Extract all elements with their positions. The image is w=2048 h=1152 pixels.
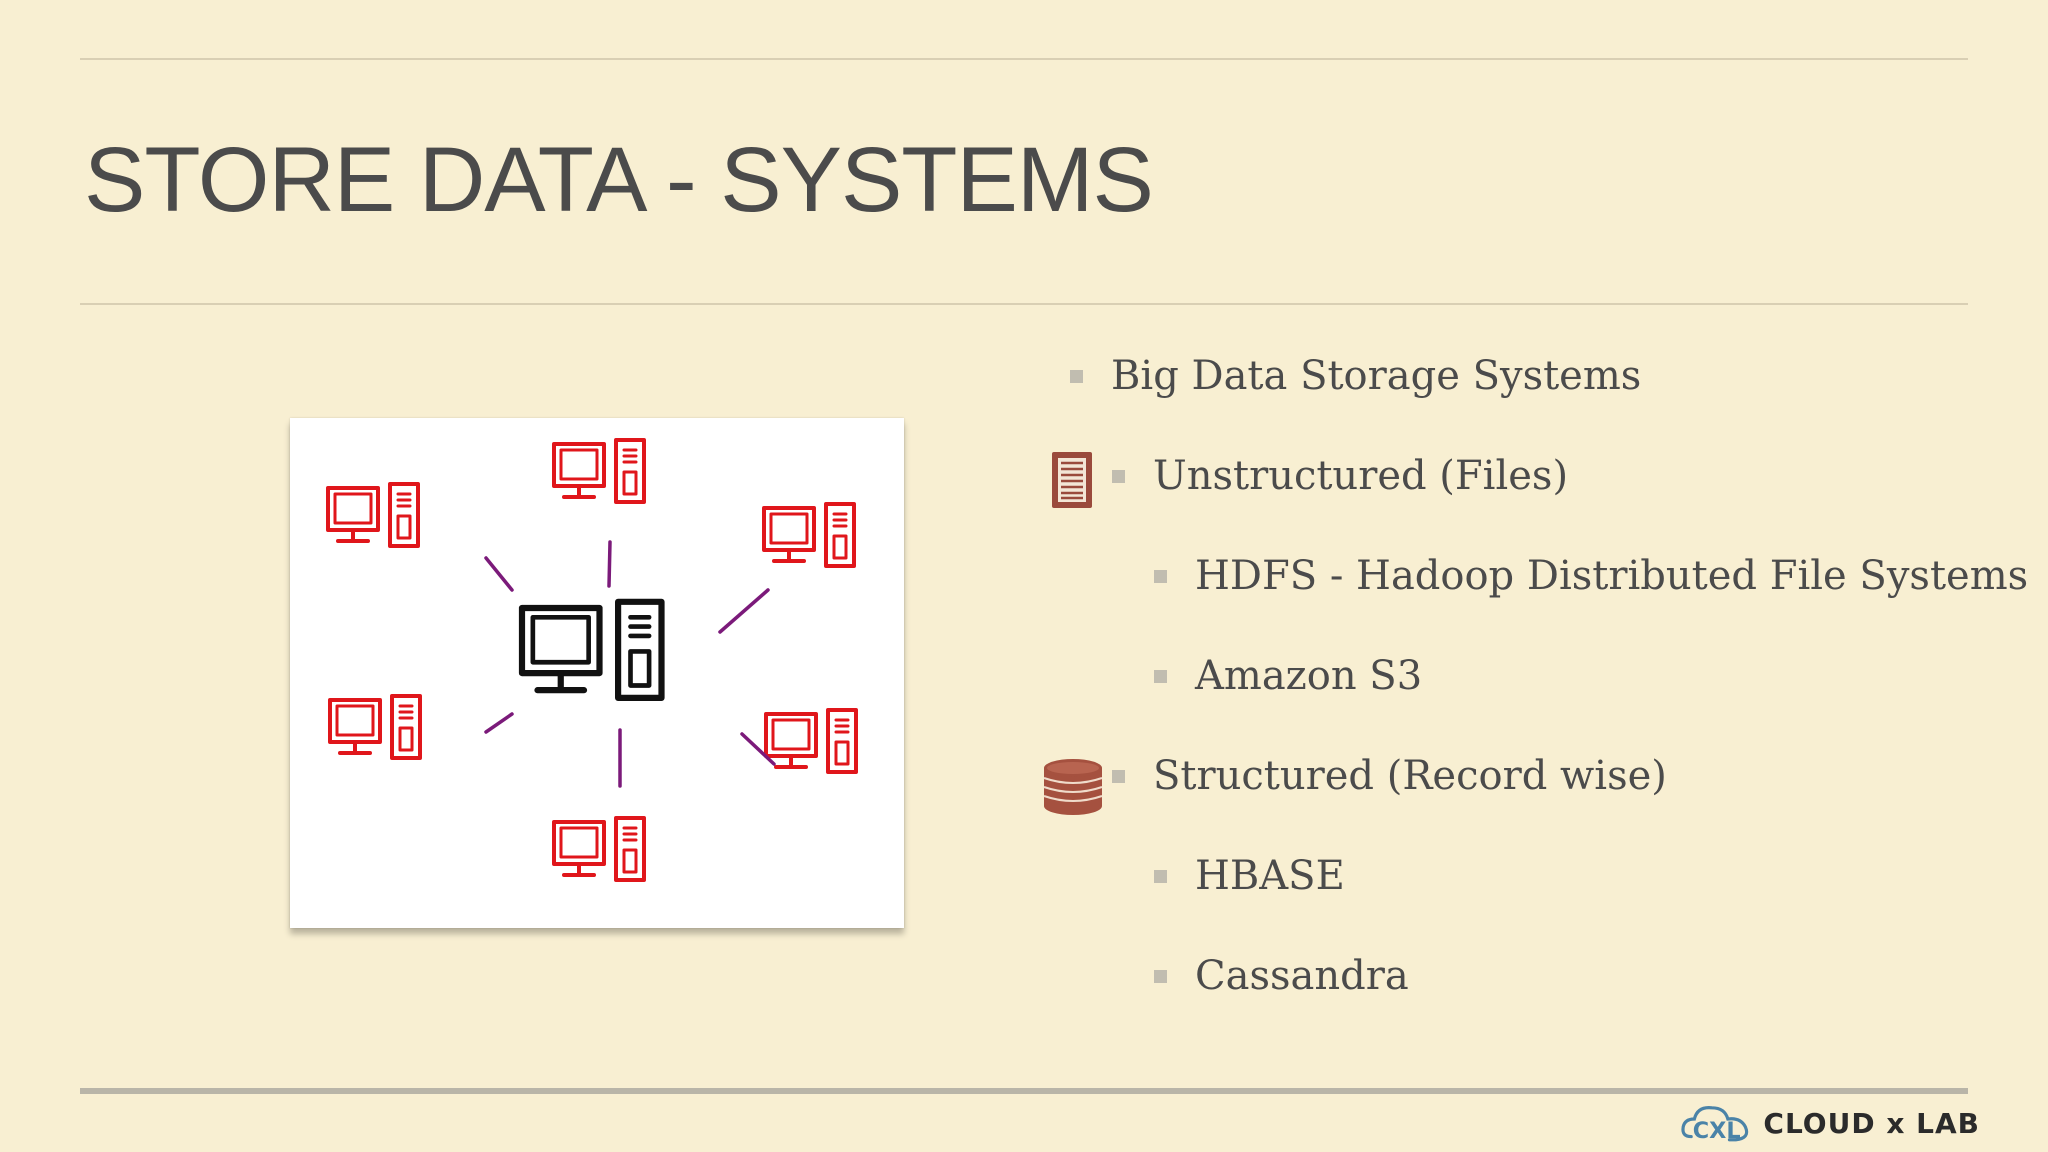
cloud-icon: CXL bbox=[1681, 1106, 1749, 1144]
bullet-text: Unstructured (Files) bbox=[1153, 453, 1569, 499]
title-divider bbox=[80, 303, 1968, 305]
bullet-marker bbox=[1070, 369, 1083, 383]
bullet-hbase: HBASE bbox=[1154, 853, 1345, 899]
bullet-big-data-storage: Big Data Storage Systems bbox=[1070, 353, 1641, 399]
bullet-marker bbox=[1112, 469, 1125, 483]
client-computer-bottom-left bbox=[328, 694, 422, 760]
client-computer-top-right bbox=[762, 502, 856, 568]
network-diagram bbox=[290, 418, 904, 928]
bullet-marker bbox=[1154, 869, 1167, 883]
document-icon bbox=[1050, 450, 1094, 510]
database-icon bbox=[1042, 756, 1104, 818]
client-computer-top bbox=[552, 438, 646, 504]
slide-title: STORE DATA - SYSTEMS bbox=[84, 129, 1154, 231]
bullet-unstructured: Unstructured (Files) bbox=[1112, 453, 1568, 499]
top-divider bbox=[80, 58, 1968, 60]
client-computer-bottom bbox=[552, 816, 646, 882]
logo-text: CLOUD x LAB bbox=[1763, 1106, 1980, 1140]
bullet-marker bbox=[1154, 569, 1167, 583]
bullet-structured: Structured (Record wise) bbox=[1112, 753, 1667, 799]
footer-divider bbox=[80, 1088, 1968, 1094]
bullet-hdfs: HDFS - Hadoop Distributed File Systems bbox=[1154, 553, 2028, 599]
network-connectors bbox=[484, 540, 776, 788]
bullet-marker bbox=[1112, 769, 1125, 783]
client-computer-top-left bbox=[326, 482, 420, 548]
bullet-cassandra: Cassandra bbox=[1154, 953, 1409, 999]
bullet-text: Big Data Storage Systems bbox=[1111, 353, 1642, 399]
bullet-text: Amazon S3 bbox=[1195, 653, 1423, 699]
bullet-amazon-s3: Amazon S3 bbox=[1154, 653, 1422, 699]
bullet-text: HBASE bbox=[1195, 853, 1345, 899]
bullet-text: HDFS - Hadoop Distributed File Systems bbox=[1195, 553, 2029, 599]
bullet-text: Structured (Record wise) bbox=[1153, 753, 1667, 799]
bullet-marker bbox=[1154, 969, 1167, 983]
logo-mark: CXL bbox=[1693, 1118, 1741, 1144]
cloudxlab-logo: CXL CLOUD x LAB bbox=[1680, 1096, 1980, 1150]
bullet-text: Cassandra bbox=[1195, 953, 1409, 999]
client-computer-bottom-right bbox=[764, 708, 858, 774]
central-server bbox=[522, 602, 662, 698]
bullet-marker bbox=[1154, 669, 1167, 683]
